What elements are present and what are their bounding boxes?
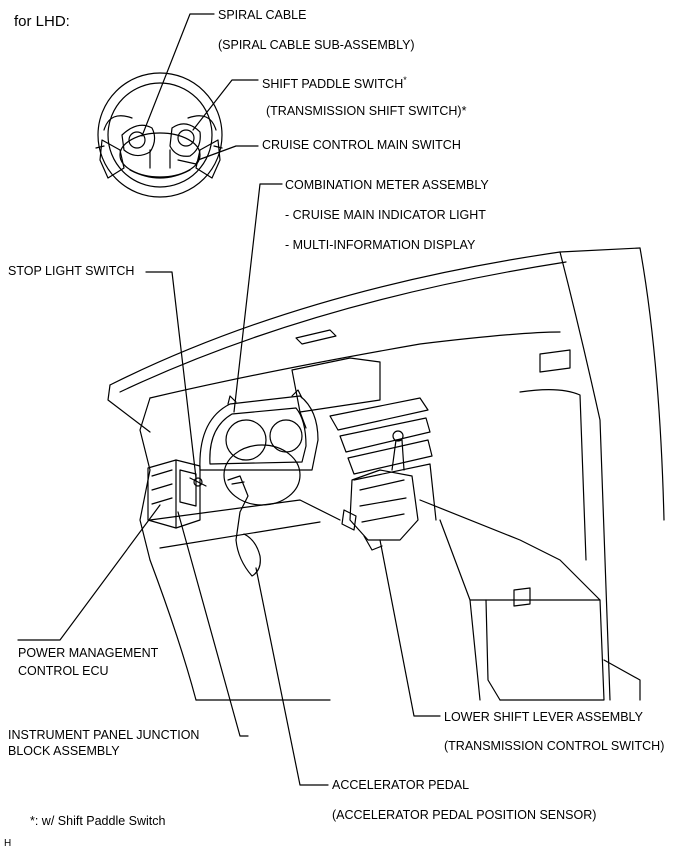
diagram-header: for LHD: bbox=[14, 13, 70, 30]
label-cruise-main: CRUISE CONTROL MAIN SWITCH bbox=[262, 138, 461, 152]
power-management-ecu-illustration bbox=[147, 459, 201, 529]
label-power-mgmt-line2: CONTROL ECU bbox=[18, 664, 109, 678]
stop-light-switch-illustration bbox=[189, 477, 207, 487]
leader-cruise-main bbox=[197, 145, 259, 161]
corner-code: H bbox=[4, 838, 12, 849]
label-shift-paddle: SHIFT PADDLE SWITCH* bbox=[262, 73, 407, 92]
leader-stop-light bbox=[145, 271, 197, 479]
leader-combination-meter bbox=[233, 183, 283, 413]
label-junction-line1: INSTRUMENT PANEL JUNCTION bbox=[8, 728, 200, 742]
label-shift-paddle-sub: (TRANSMISSION SHIFT SWITCH)* bbox=[266, 104, 467, 118]
combination-meter-illustration bbox=[199, 389, 319, 471]
label-combination-meter: COMBINATION METER ASSEMBLY bbox=[285, 178, 489, 192]
label-lower-shift: LOWER SHIFT LEVER ASSEMBLY bbox=[444, 710, 643, 724]
label-power-mgmt-line1: POWER MANAGEMENT bbox=[18, 646, 159, 660]
shift-paddle-text: SHIFT PADDLE SWITCH bbox=[262, 77, 404, 92]
leader-spiral-cable bbox=[141, 13, 215, 137]
leader-power-mgmt bbox=[17, 504, 161, 641]
label-combination-meter-item2: - MULTI-INFORMATION DISPLAY bbox=[285, 238, 476, 252]
lower-shift-lever-illustration bbox=[341, 430, 419, 551]
label-accel-pedal-sub: (ACCELERATOR PEDAL POSITION SENSOR) bbox=[332, 808, 597, 822]
accelerator-pedal-illustration bbox=[227, 475, 261, 577]
leader-shift-paddle bbox=[192, 79, 259, 131]
leader-accelerator bbox=[255, 567, 329, 786]
leader-lower-shift bbox=[379, 539, 441, 717]
label-spiral-cable: SPIRAL CABLE bbox=[218, 8, 307, 22]
label-spiral-cable-sub: (SPIRAL CABLE SUB-ASSEMBLY) bbox=[218, 38, 415, 52]
label-combination-meter-item1: - CRUISE MAIN INDICATOR LIGHT bbox=[285, 208, 486, 222]
label-junction-line2: BLOCK ASSEMBLY bbox=[8, 744, 120, 758]
steering-wheel-inset bbox=[95, 72, 223, 198]
label-stop-light: STOP LIGHT SWITCH bbox=[8, 264, 135, 278]
shift-paddle-asterisk: * bbox=[403, 75, 407, 85]
dashboard-illustration bbox=[107, 247, 665, 701]
leader-junction-block bbox=[177, 511, 249, 737]
label-accel-pedal: ACCELERATOR PEDAL bbox=[332, 778, 470, 792]
footnote: *: w/ Shift Paddle Switch bbox=[30, 814, 166, 828]
label-lower-shift-sub: (TRANSMISSION CONTROL SWITCH) bbox=[444, 739, 665, 753]
